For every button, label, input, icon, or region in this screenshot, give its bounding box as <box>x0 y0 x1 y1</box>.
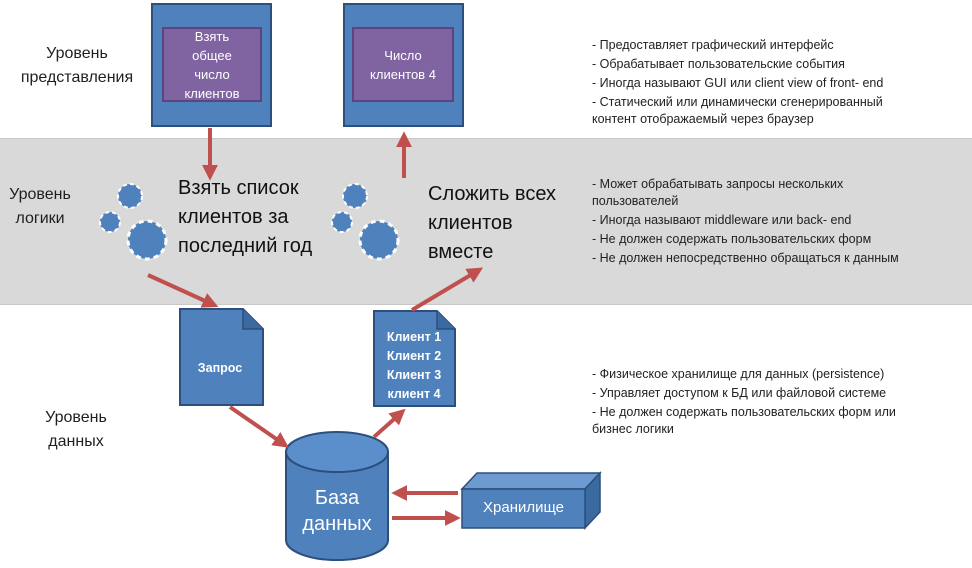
screen-total-clients-label: Взять общее число клиентов <box>162 27 262 102</box>
logic-step-sum-all: Сложить всех клиентов вместе <box>428 183 557 263</box>
arrow-query-to-db <box>228 405 289 448</box>
bullet-item: - Статический или динамически сгенериров… <box>592 95 883 126</box>
bullet-item: - Не должен содержать пользовательских ф… <box>592 232 872 246</box>
gears-icon <box>331 183 400 261</box>
logic-bullets: - Может обрабатывать запросы нескольких … <box>592 176 967 269</box>
data-level-label: Уровень данных <box>45 409 107 450</box>
query-document-label: Запрос <box>197 361 243 375</box>
logic-level-label: Уровень логики <box>9 186 71 227</box>
bullet-item: - Обрабатывает пользовательские события <box>592 57 845 71</box>
bullet-item: - Не должен непосредственно обращаться к… <box>592 251 899 265</box>
logic-level-band <box>0 138 972 305</box>
bullet-item: - Иногда называют middleware или back- e… <box>592 213 852 227</box>
gear-icon <box>358 219 400 261</box>
result-document-label: Клиент 1 Клиент 2 Клиент 3 клиент 4 <box>386 330 442 401</box>
gear-icon <box>117 183 143 209</box>
gear-icon <box>126 219 168 261</box>
arrow-result-to-logic <box>410 267 484 312</box>
gear-icon <box>331 211 353 233</box>
bullet-item: - Не должен содержать пользовательских ф… <box>592 405 896 436</box>
gear-icon <box>342 183 368 209</box>
storage-box <box>460 471 602 530</box>
database-label: База данных <box>302 487 372 535</box>
storage-label: Хранилище <box>483 499 564 516</box>
bullet-item: - Физическое хранилище для данных (persi… <box>592 367 885 381</box>
bullet-item: - Может обрабатывать запросы нескольких … <box>592 177 844 208</box>
bullet-item: - Управляет доступом к БД или файловой с… <box>592 386 887 400</box>
arrow-logic-to-query <box>147 273 219 308</box>
screen-client-count-label: Число клиентов 4 <box>352 27 454 102</box>
database-icon <box>285 431 389 561</box>
data-bullets: - Физическое хранилище для данных (persi… <box>592 366 967 440</box>
query-document <box>179 308 264 406</box>
presentation-level-label: Уровень представления <box>20 45 134 86</box>
arrow-db-to-result <box>372 408 406 439</box>
logic-step-get-list: Взять список клиентов за последний год <box>178 177 313 257</box>
result-document <box>373 310 456 407</box>
gear-icon <box>99 211 121 233</box>
bullet-item: - Иногда называют GUI или client view of… <box>592 76 884 90</box>
gears-icon <box>99 183 168 261</box>
bullet-item: - Предоставляет графический интерфейс <box>592 38 834 52</box>
presentation-bullets: - Предоставляет графический интерфейс - … <box>592 37 962 130</box>
